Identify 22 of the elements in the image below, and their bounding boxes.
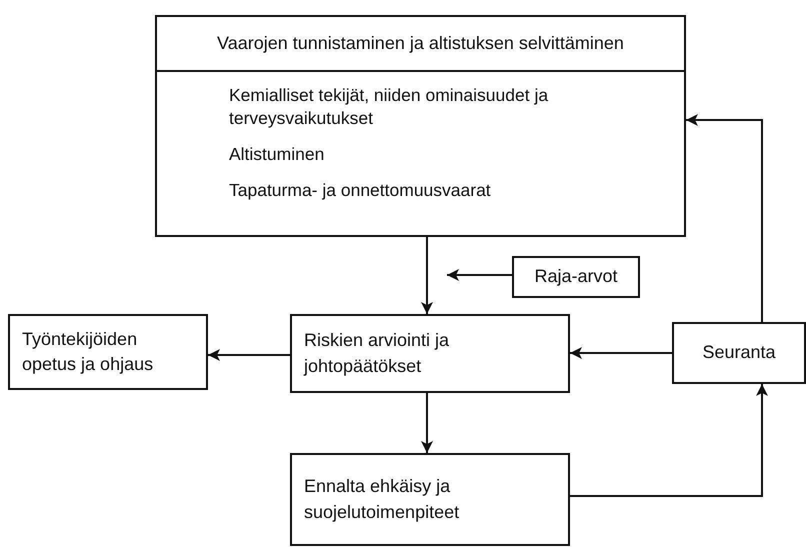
box-label: Raja-arvot	[533, 265, 619, 288]
arrow	[686, 114, 763, 322]
arrow	[421, 393, 433, 453]
box-label: Riskien arviointi ja johtopäätökset	[302, 329, 450, 378]
box-label: Seuranta	[701, 341, 777, 364]
list-item: Kemialliset tekijät, niiden ominaisuudet ja terveysvaikutukset	[229, 84, 550, 130]
arrow	[447, 269, 512, 281]
box-label: Ennalta ehkäisy ja suojelutoimenpiteet	[303, 475, 460, 524]
arrow	[421, 237, 433, 314]
process-box	[512, 256, 640, 298]
box-heading: Vaarojen tunnistaminen ja altistuksen selvittäminen	[157, 17, 684, 72]
process-box	[8, 314, 208, 390]
box-label: Työntekijöiden opetus ja ohjaus	[21, 328, 154, 376]
process-box	[290, 314, 570, 393]
arrow	[570, 384, 768, 497]
process-box	[290, 453, 570, 546]
list-item: Altistuminen	[229, 143, 326, 166]
arrow	[570, 347, 672, 359]
process-box	[155, 15, 686, 237]
arrow	[208, 349, 290, 361]
list-item: Tapaturma- ja onnettomuusvaarat	[229, 179, 492, 202]
process-box	[672, 322, 806, 384]
